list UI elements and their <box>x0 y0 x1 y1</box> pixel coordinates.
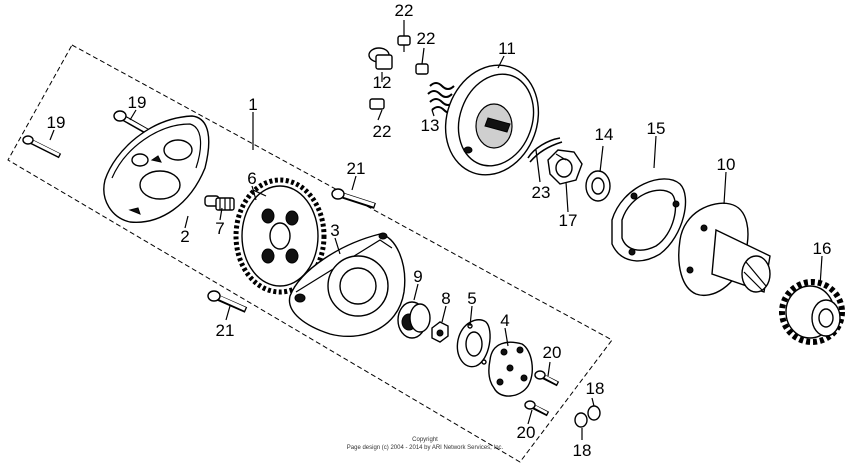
part-23-clip <box>527 137 563 163</box>
part-20-screw-upper <box>534 370 560 387</box>
part-19-bolt-left <box>22 135 62 159</box>
part-16-gear <box>779 279 845 345</box>
callout-4: 4 <box>500 311 509 330</box>
part-6-gear <box>233 177 327 295</box>
part-4-cover-plate <box>488 341 533 397</box>
callout-20-lower: 20 <box>517 423 536 442</box>
part-18-o-ring-right <box>587 405 601 421</box>
callout-5: 5 <box>467 289 476 308</box>
callout-10: 10 <box>717 155 736 174</box>
callout-15: 15 <box>647 119 666 138</box>
callout-2: 2 <box>180 227 189 246</box>
part-21-bolt-upper <box>331 188 376 209</box>
part-20-screw-lower <box>524 400 550 417</box>
part-19-bolt-right <box>113 110 150 135</box>
part-9-rotor <box>397 301 431 339</box>
callout-19-left: 19 <box>47 113 66 132</box>
callout-6: 6 <box>247 169 256 188</box>
part-22-screw-top <box>397 35 411 52</box>
leader-lines <box>49 20 823 440</box>
callout-19-right: 19 <box>128 93 147 112</box>
part-22-screw-middle <box>415 63 429 75</box>
part-12-bolt <box>368 47 393 70</box>
assembly-boundary <box>7 44 613 463</box>
callout-22-bottom: 22 <box>373 122 392 141</box>
part-11-drum <box>444 64 540 176</box>
copyright-line-1: Copyright <box>412 437 438 443</box>
part-10-hub <box>678 202 771 296</box>
part-2-cover <box>103 115 210 223</box>
part-14-washer <box>585 170 611 202</box>
part-21-bolt-lower <box>207 290 248 313</box>
callout-18-upper: 18 <box>586 379 605 398</box>
callout-11: 11 <box>498 39 516 58</box>
part-13-spring <box>427 82 457 114</box>
callout-13: 13 <box>421 116 440 135</box>
callout-8: 8 <box>441 289 450 308</box>
part-22-screw-bottom <box>369 98 385 110</box>
callout-14: 14 <box>595 125 614 144</box>
callout-22-top: 22 <box>395 1 414 20</box>
callout-23: 23 <box>532 183 551 202</box>
callout-22-middle: 22 <box>417 29 436 48</box>
copyright-line-2: Page design (c) 2004 - 2014 by ARI Netwo… <box>347 445 504 451</box>
part-8-inner-rotor <box>431 321 449 343</box>
callout-21-lower: 21 <box>216 321 235 340</box>
callout-17: 17 <box>559 211 578 230</box>
part-17-nut <box>547 149 583 185</box>
callout-3: 3 <box>330 221 339 240</box>
part-3-housing <box>288 232 406 338</box>
callout-21-upper: 21 <box>347 159 366 178</box>
part-7-pin <box>204 195 235 211</box>
callout-7: 7 <box>215 219 224 238</box>
callout-1: 1 <box>248 95 257 114</box>
callout-18-lower: 18 <box>573 441 592 460</box>
part-18-o-ring-left <box>574 412 588 428</box>
callout-20-upper: 20 <box>543 343 562 362</box>
callout-16: 16 <box>813 239 832 258</box>
part-15-gasket <box>611 178 687 262</box>
callout-9: 9 <box>413 267 422 286</box>
part-5-gasket <box>456 319 491 368</box>
callout-12: 12 <box>373 73 392 92</box>
